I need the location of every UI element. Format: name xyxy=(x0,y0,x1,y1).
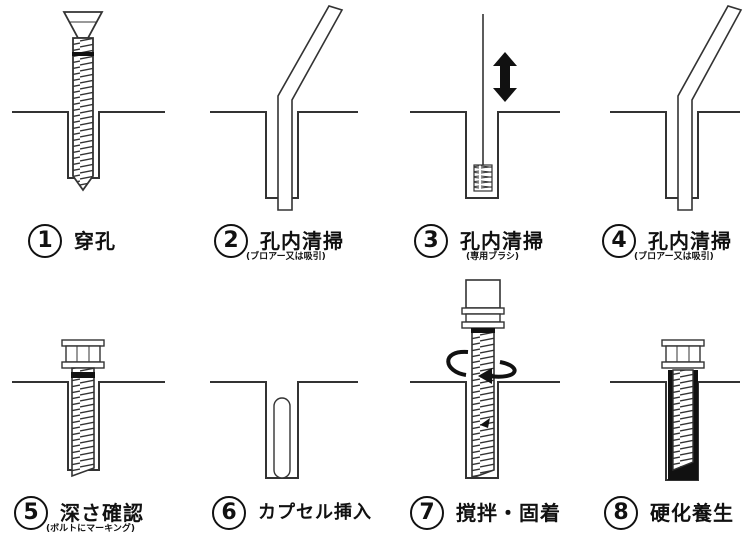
step-1-caption: 1 穿孔 xyxy=(28,224,116,258)
step-6-illustration xyxy=(210,381,358,479)
step-label: 孔内清掃 xyxy=(260,229,344,253)
step-6-caption: 6 カプセル挿入 xyxy=(212,496,372,530)
depth-marking xyxy=(471,328,495,333)
step-label: 深さ確認 xyxy=(60,501,144,525)
step-4-caption: 4 孔内清掃 (ブロアー又は吸引) xyxy=(602,224,732,262)
step-number: 1 xyxy=(28,224,62,258)
step-2-illustration xyxy=(210,5,358,211)
step-number: 3 xyxy=(414,224,448,258)
rotation-arrow-icon xyxy=(446,349,469,377)
step-label: カプセル挿入 xyxy=(258,502,372,523)
drill-adapter xyxy=(465,279,501,309)
step-label: 穿孔 xyxy=(74,229,116,253)
anchor-bolt xyxy=(71,367,95,478)
step-number: 6 xyxy=(212,496,246,530)
step-3-caption: 3 孔内清掃 (専用ブラシ) xyxy=(414,224,544,262)
step-number: 2 xyxy=(214,224,248,258)
blower-nozzle xyxy=(677,5,743,211)
step-number: 5 xyxy=(14,496,48,530)
depth-marking xyxy=(71,372,95,378)
step-4-illustration xyxy=(610,5,743,211)
brush-head xyxy=(473,164,493,192)
ground-line xyxy=(410,111,560,199)
drill-chuck xyxy=(62,11,104,39)
step-number: 8 xyxy=(604,496,638,530)
step-sublabel: (ブロアー又は吸引) xyxy=(634,252,714,262)
step-5-caption: 5 深さ確認 (ボルトにマーキング) xyxy=(14,496,144,534)
step-sublabel: (ブロアー又は吸引) xyxy=(246,252,326,262)
ground-line xyxy=(410,381,560,479)
step-1-illustration xyxy=(12,11,165,192)
step-7-illustration xyxy=(410,279,560,480)
depth-marker xyxy=(72,52,94,56)
double-arrow-icon xyxy=(493,52,517,102)
step-number: 7 xyxy=(410,496,444,530)
step-label: 硬化養生 xyxy=(650,501,734,525)
blower-nozzle xyxy=(277,5,344,211)
step-8-caption: 8 硬化養生 xyxy=(604,496,734,530)
step-3-illustration xyxy=(410,14,560,199)
step-sublabel: (専用ブラシ) xyxy=(466,252,520,262)
step-label: 孔内清掃 xyxy=(460,229,544,253)
step-label: 撹拌・固着 xyxy=(456,501,561,525)
step-label: 孔内清掃 xyxy=(648,229,732,253)
anchor-bolt xyxy=(672,369,694,472)
resin-capsule xyxy=(273,397,291,479)
step-number: 4 xyxy=(602,224,636,258)
bolt-nut xyxy=(65,345,101,363)
step-7-caption: 7 撹拌・固着 xyxy=(410,496,561,530)
ground-line xyxy=(610,111,740,199)
bolt-washer xyxy=(61,339,105,347)
step-2-caption: 2 孔内清掃 (ブロアー又は吸引) xyxy=(214,224,344,262)
anchor-bolt xyxy=(471,329,495,480)
step-5-illustration xyxy=(12,339,165,478)
step-8-illustration xyxy=(610,339,740,481)
step-sublabel: (ボルトにマーキング) xyxy=(46,524,135,534)
drill-bit xyxy=(72,37,94,192)
